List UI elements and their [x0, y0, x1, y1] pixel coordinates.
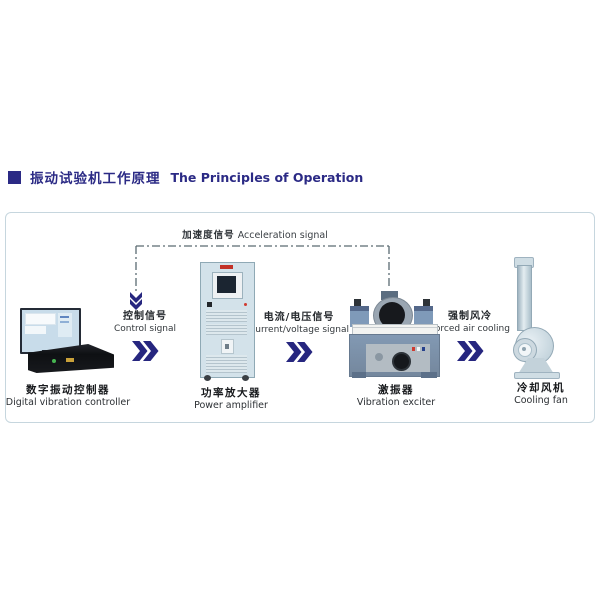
controller-label: 数字振动控制器 Digital vibration controller: [0, 384, 143, 408]
amplifier-mid-module: [221, 339, 234, 354]
amplifier-screen-bezel: [212, 272, 243, 299]
module-connector: [225, 344, 229, 349]
chevron-stroke: [457, 341, 473, 361]
amplifier-label: 功率放大器 Power amplifier: [156, 387, 306, 411]
monitor-window: [25, 326, 46, 334]
exciter-bracket-right: [414, 306, 433, 327]
forced-air-cooling-label-en: Forced air cooling: [430, 324, 510, 334]
vent-grille: [206, 355, 247, 373]
monitor-graph-line: [60, 316, 69, 318]
exciter-label: 激振器 Vibration exciter: [321, 384, 471, 408]
led-amber: [66, 358, 74, 362]
exciter-drum: [379, 302, 405, 328]
acceleration-signal-label-en: Acceleration signal: [237, 230, 328, 241]
fan-label-zh: 冷却风机: [517, 382, 565, 394]
diagram-panel: [5, 212, 595, 423]
amplifier-cabinet: [200, 262, 255, 378]
amplifier-screen: [217, 276, 236, 293]
dash-dot-line: [135, 245, 390, 292]
controller-label-en: Digital vibration controller: [5, 397, 131, 408]
forced-air-cooling-label-zh: 强制风冷: [448, 311, 492, 322]
forced-air-cooling-block: 强制风冷 Forced air cooling: [410, 311, 530, 366]
exciter-trunnion: [354, 299, 361, 306]
led-green: [52, 359, 56, 363]
vent-grille: [206, 324, 247, 335]
exciter-front-panel: [366, 344, 430, 372]
current-voltage-label-zh: 电流/电压信号: [263, 312, 335, 323]
amplifier-label-zh: 功率放大器: [201, 387, 261, 399]
chevron-right-icon: [457, 341, 484, 361]
acceleration-signal-label-zh: 加速度信号: [182, 230, 235, 241]
exciter-trunnion: [423, 299, 430, 306]
bracket-top: [414, 306, 433, 311]
fan-stand: [518, 358, 554, 374]
current-voltage-signal-block: 电流/电压信号 Current/voltage signal: [239, 312, 359, 367]
chevron-right-icon: [286, 342, 313, 362]
fan-duct-pipe: [517, 265, 532, 331]
chevron-stroke: [468, 341, 484, 361]
exciter-label-en: Vibration exciter: [356, 397, 436, 408]
page-title-chinese: 振动试验机工作原理: [30, 171, 161, 187]
exciter-foot: [421, 372, 437, 378]
acceleration-feedback-line: [130, 245, 390, 310]
cabinet-wheel: [242, 375, 249, 381]
table-edge-line: [353, 327, 437, 328]
page-title-english: The Principles of Operation: [170, 169, 364, 185]
section-header: 振动试验机工作原理 The Principles of Operation: [8, 167, 363, 187]
fan-hub-dot: [522, 347, 526, 351]
exciter-sensor-cap: [381, 291, 398, 300]
amplifier-label-en: Power amplifier: [194, 400, 268, 411]
indicator-blue: [422, 347, 425, 351]
bracket-top: [350, 306, 369, 311]
exciter-bracket-left: [350, 306, 369, 327]
arrow-down-icon: [130, 292, 142, 310]
panel-knob: [392, 352, 411, 371]
indicator-red: [412, 347, 415, 351]
acceleration-signal-label: 加速度信号 Acceleration signal: [110, 227, 400, 241]
cabinet-wheel: [204, 375, 211, 381]
controller-label-zh: 数字振动控制器: [26, 384, 110, 396]
vent-grille: [206, 310, 247, 322]
monitor-graph-line: [60, 321, 69, 323]
monitor-sidebar: [58, 313, 72, 337]
control-signal-label-en: Control signal: [113, 324, 176, 334]
chevron-right-icon: [132, 341, 159, 361]
control-signal-label-zh: 控制信号: [123, 311, 167, 322]
panel-port: [375, 353, 383, 361]
exciter-label-zh: 激振器: [378, 384, 414, 396]
control-signal-block: 控制信号 Control signal: [85, 311, 205, 366]
amplifier-brand-tag: [220, 265, 233, 269]
chevron-stroke: [132, 341, 148, 361]
amplifier-indicator: [244, 303, 247, 306]
chevron-stroke: [286, 342, 302, 362]
controller-monitor: [20, 308, 81, 354]
chevron-stroke: [297, 342, 313, 362]
monitor-window: [25, 313, 56, 325]
fan-label: 冷却风机 Cooling fan: [466, 382, 600, 406]
fan-label-en: Cooling fan: [514, 395, 568, 406]
title-bullet-square: [8, 170, 21, 184]
current-voltage-label-en: Current/voltage signal: [249, 325, 349, 335]
amplifier-switch: [207, 302, 212, 307]
chevron-stroke: [143, 341, 159, 361]
indicator-white: [417, 347, 420, 351]
fan-base-plate: [514, 372, 560, 379]
exciter-foot: [352, 372, 366, 378]
